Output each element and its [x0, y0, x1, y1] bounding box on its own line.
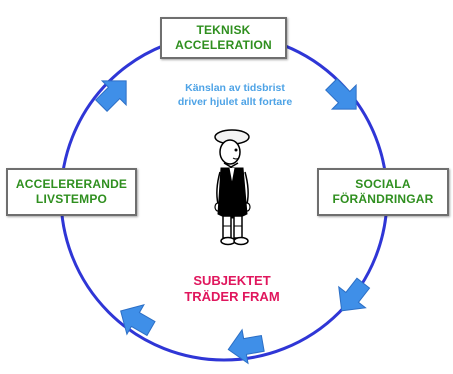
cycle-arrow-upper-right [318, 71, 369, 122]
person-figure-icon [214, 129, 251, 246]
center-caption-line2: TRÄDER FRAM [184, 289, 280, 304]
box-right-line1: SOCIALA [355, 177, 411, 191]
box-left-line1: ACCELERERANDE [15, 177, 128, 191]
center-caption-line1: SUBJEKTET [193, 273, 271, 288]
center-caption: SUBJEKTET TRÄDER FRAM [162, 273, 302, 305]
inner-caption-line1: Känslan av tidsbrist [185, 82, 285, 94]
box-top-line2: ACCELERATION [175, 38, 272, 52]
inner-caption: Känslan av tidsbrist driver hjulet allt … [150, 81, 320, 109]
box-left-line2: LIVSTEMPO [35, 192, 108, 206]
box-right-line2: FÖRÄNDRINGAR [332, 192, 434, 206]
box-sociala-forandringar: SOCIALA FÖRÄNDRINGAR [317, 168, 449, 216]
box-teknisk-acceleration: TEKNISK ACCELERATION [160, 17, 287, 59]
inner-caption-line2: driver hjulet allt fortare [177, 96, 293, 108]
box-accelererande-livstempo: ACCELERERANDE LIVSTEMPO [6, 168, 137, 216]
box-top-line1: TEKNISK [196, 23, 251, 37]
cycle-arrow-bottom-left [111, 295, 160, 344]
